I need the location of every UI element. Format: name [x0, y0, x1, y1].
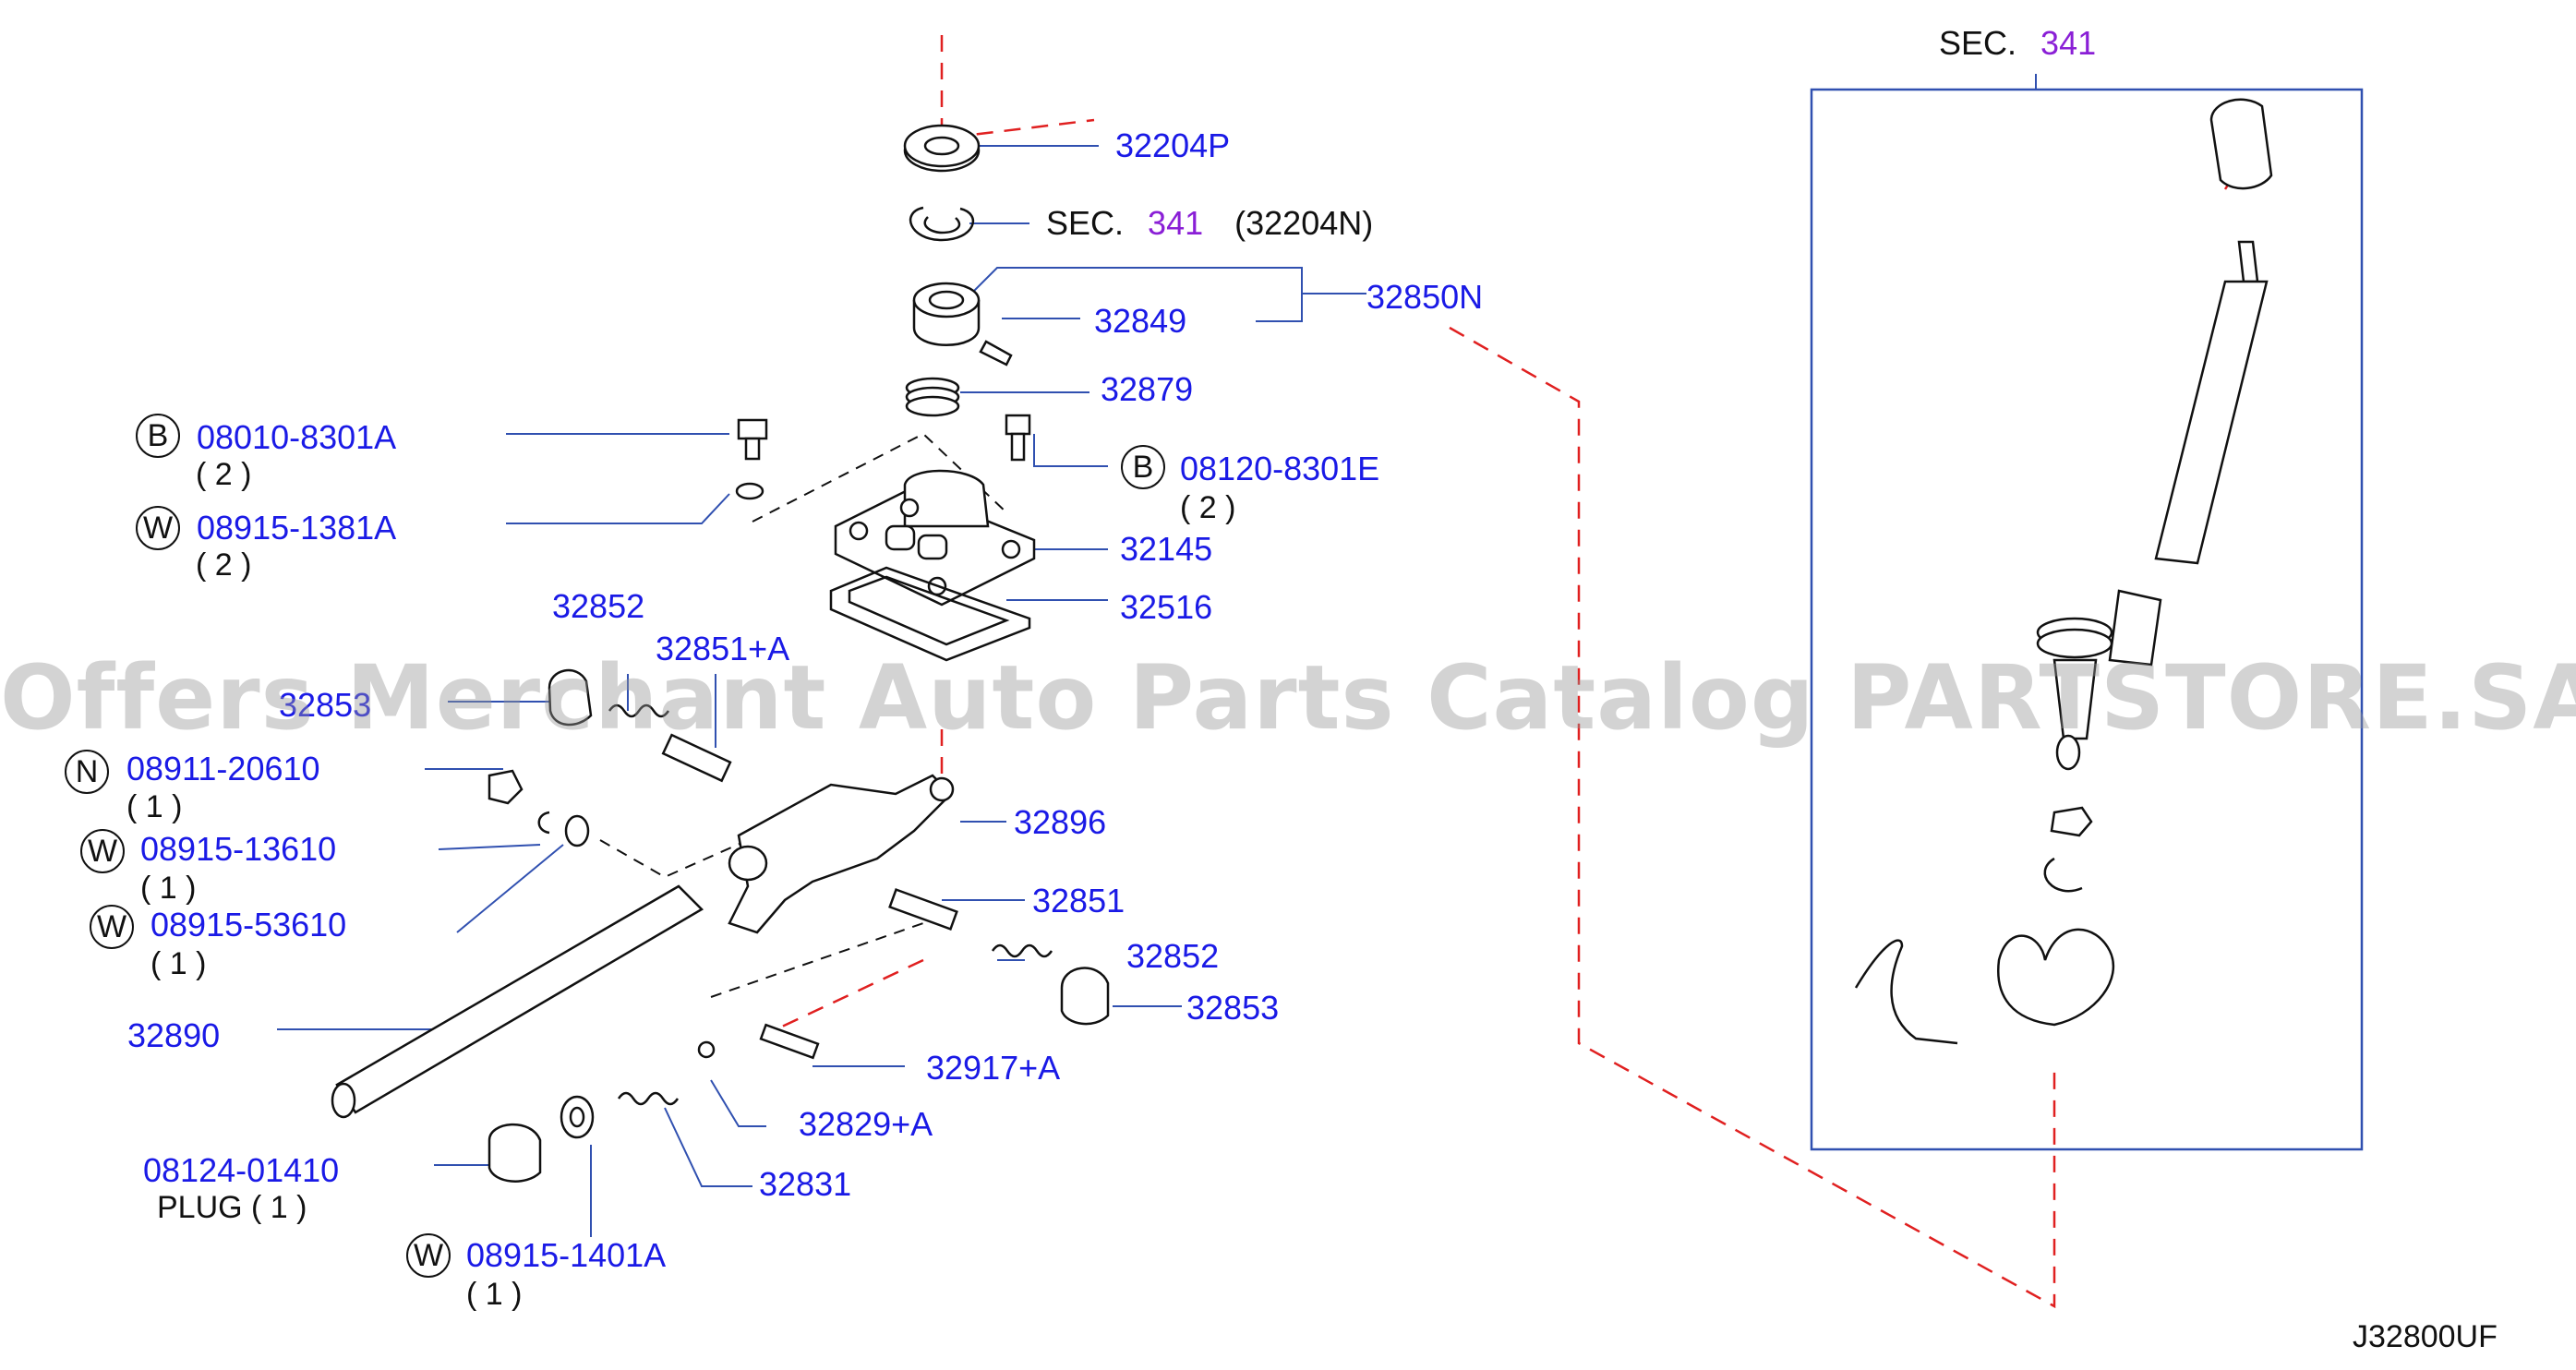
qty-08010-8301A: ( 2 ): [196, 457, 252, 492]
part-32829A[interactable]: 32829+A: [799, 1105, 933, 1143]
note-plug: PLUG ( 1 ): [157, 1190, 307, 1225]
symbol-washer-w: W: [90, 905, 134, 949]
section-ref-top[interactable]: SEC. 341 (32204N): [1046, 205, 1373, 242]
symbol-bolt-b: B: [1121, 445, 1165, 489]
section-prefix: SEC.: [1939, 24, 2017, 62]
part-08010-8301A[interactable]: 08010-8301A: [197, 418, 397, 456]
symbol-nut-n: N: [65, 750, 109, 794]
part-32849[interactable]: 32849: [1094, 302, 1187, 340]
section-suffix: (32204N): [1234, 204, 1374, 242]
qty-08915-1401A: ( 1 ): [466, 1277, 523, 1312]
part-32890[interactable]: 32890: [127, 1016, 221, 1054]
part-32145[interactable]: 32145: [1120, 530, 1213, 568]
part-32516[interactable]: 32516: [1120, 588, 1213, 626]
diagram-code: J32800UF: [2353, 1319, 2498, 1354]
lower-parts-drawing: [332, 670, 1108, 1182]
shifter-assembly-box: [1812, 90, 2362, 1149]
part-08911-20610[interactable]: 08911-20610: [126, 750, 320, 787]
qty-08915-1381A: ( 2 ): [196, 547, 252, 583]
qty-08911-20610: ( 1 ): [126, 789, 183, 824]
part-08120-8301E[interactable]: 08120-8301E: [1180, 450, 1380, 487]
part-08915-1381A[interactable]: 08915-1381A: [197, 509, 397, 547]
part-32204P[interactable]: 32204P: [1115, 126, 1231, 164]
part-32852-top[interactable]: 32852: [552, 587, 645, 625]
symbol-washer-w: W: [80, 829, 125, 873]
dashed-assembly-lines: [600, 434, 1006, 997]
part-32851A[interactable]: 32851+A: [656, 630, 790, 667]
part-08124-01410[interactable]: 08124-01410: [143, 1151, 340, 1189]
section-ref-box[interactable]: SEC. 341: [1939, 25, 2096, 62]
symbol-washer-w: W: [136, 506, 180, 550]
part-08915-13610[interactable]: 08915-13610: [140, 830, 337, 868]
symbol-bolt-b: B: [136, 414, 180, 458]
part-32879[interactable]: 32879: [1101, 370, 1194, 408]
part-08915-53610[interactable]: 08915-53610: [150, 906, 347, 943]
part-32851[interactable]: 32851: [1032, 882, 1125, 919]
section-prefix: SEC.: [1046, 204, 1125, 242]
part-32850N[interactable]: 32850N: [1366, 278, 1484, 316]
section-number[interactable]: 341: [2040, 24, 2097, 62]
qty-08915-13610: ( 1 ): [140, 871, 197, 906]
part-08915-1401A[interactable]: 08915-1401A: [466, 1236, 667, 1274]
part-32852-right[interactable]: 32852: [1126, 937, 1220, 975]
part-32896[interactable]: 32896: [1014, 803, 1107, 841]
part-32853-right[interactable]: 32853: [1186, 989, 1280, 1027]
top-parts-drawing: [737, 126, 1034, 660]
section-number[interactable]: 341: [1148, 204, 1204, 242]
part-32831[interactable]: 32831: [759, 1165, 852, 1203]
watermark: Offers Merchant Auto Parts Catalog PARTS…: [0, 646, 2576, 750]
symbol-washer-w: W: [406, 1233, 451, 1278]
shifter-drawing: [1856, 100, 2271, 1043]
part-32853-left[interactable]: 32853: [279, 686, 372, 724]
qty-08915-53610: ( 1 ): [150, 946, 207, 981]
part-32917A[interactable]: 32917+A: [926, 1049, 1061, 1087]
qty-08120-8301E: ( 2 ): [1180, 490, 1236, 525]
